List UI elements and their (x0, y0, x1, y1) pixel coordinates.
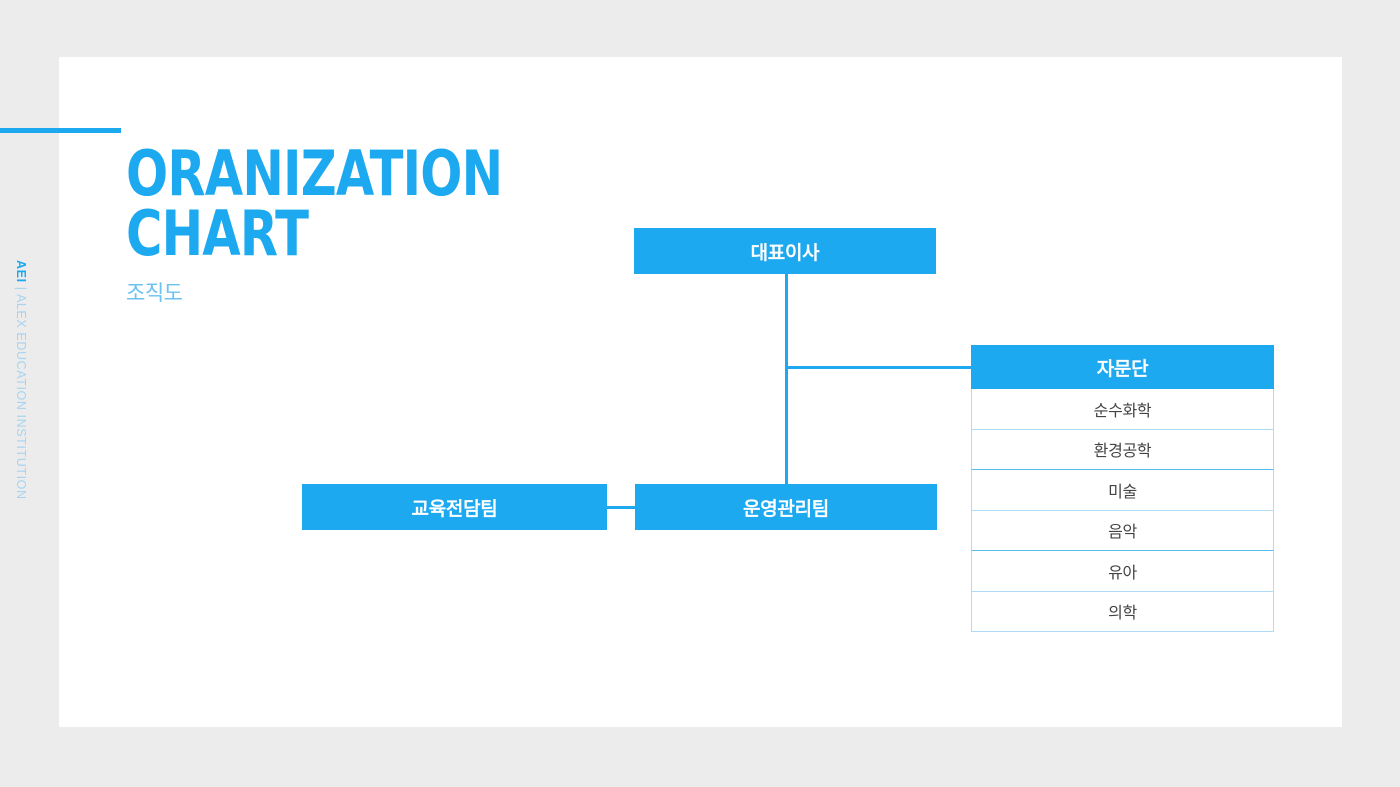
connector-ceo-to-ops (785, 274, 788, 485)
page-subtitle: 조직도 (126, 282, 183, 306)
org-node-education-team[interactable]: 교육전담팀 (302, 484, 607, 530)
advisory-row[interactable]: 환경공학 (971, 429, 1274, 470)
advisory-row[interactable]: 유아 (971, 551, 1274, 592)
org-node-operations-team[interactable]: 운영관리팀 (635, 484, 937, 530)
advisory-panel: 자문단 순수화학 환경공학 미술 음악 유아 의학 (971, 345, 1274, 632)
advisory-panel-header[interactable]: 자문단 (971, 345, 1274, 389)
page-title: ORANIZATION CHART (126, 137, 503, 270)
title-block: ORANIZATION CHART 조직도 (126, 137, 596, 307)
accent-bar (0, 128, 121, 133)
connector-ops-to-edu (606, 506, 636, 509)
advisory-row[interactable]: 미술 (971, 470, 1274, 511)
advisory-row[interactable]: 순수화학 (971, 389, 1274, 430)
connector-ceo-to-advisory (786, 366, 972, 369)
org-node-ceo[interactable]: 대표이사 (634, 228, 936, 274)
advisory-row[interactable]: 음악 (971, 510, 1274, 551)
advisory-row[interactable]: 의학 (971, 591, 1274, 632)
